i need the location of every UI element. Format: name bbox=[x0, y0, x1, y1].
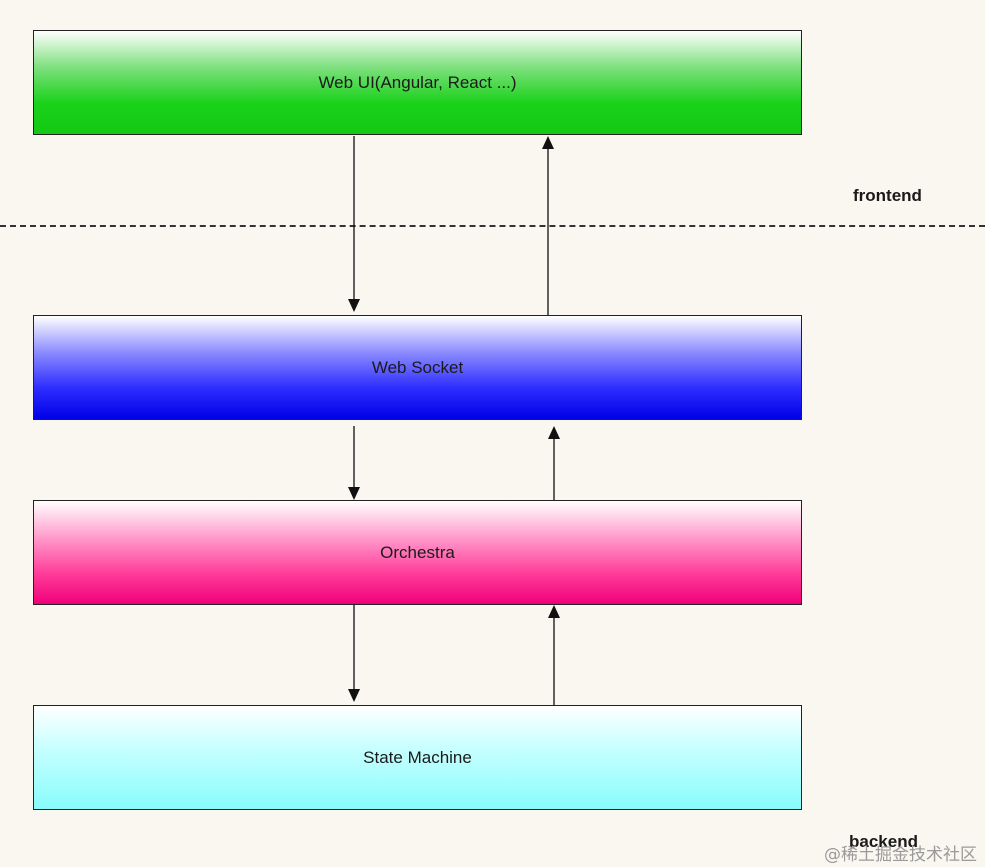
edge-statemachine-to-orchestra bbox=[548, 605, 560, 705]
edge-websocket-to-orchestra bbox=[348, 426, 360, 500]
edge-webui-to-websocket bbox=[348, 136, 360, 312]
orchestra-box: Orchestra bbox=[33, 500, 802, 605]
edge-orchestra-to-websocket bbox=[548, 426, 560, 500]
web-ui-label: Web UI(Angular, React ...) bbox=[318, 72, 517, 92]
edge-websocket-to-webui bbox=[542, 136, 554, 315]
edge-orchestra-to-statemachine bbox=[348, 605, 360, 702]
backend-label: backend bbox=[849, 832, 918, 851]
state-machine-label: State Machine bbox=[363, 747, 472, 767]
web-socket-label: Web Socket bbox=[371, 357, 464, 377]
watermark-text: @稀土掘金技术社区 bbox=[824, 845, 977, 865]
web-socket-box: Web Socket bbox=[33, 315, 802, 420]
orchestra-label: Orchestra bbox=[380, 542, 455, 562]
frontend-backend-divider bbox=[0, 225, 985, 227]
state-machine-box: State Machine bbox=[33, 705, 802, 810]
web-ui-box: Web UI(Angular, React ...) bbox=[33, 30, 802, 135]
frontend-label: frontend bbox=[853, 186, 922, 205]
